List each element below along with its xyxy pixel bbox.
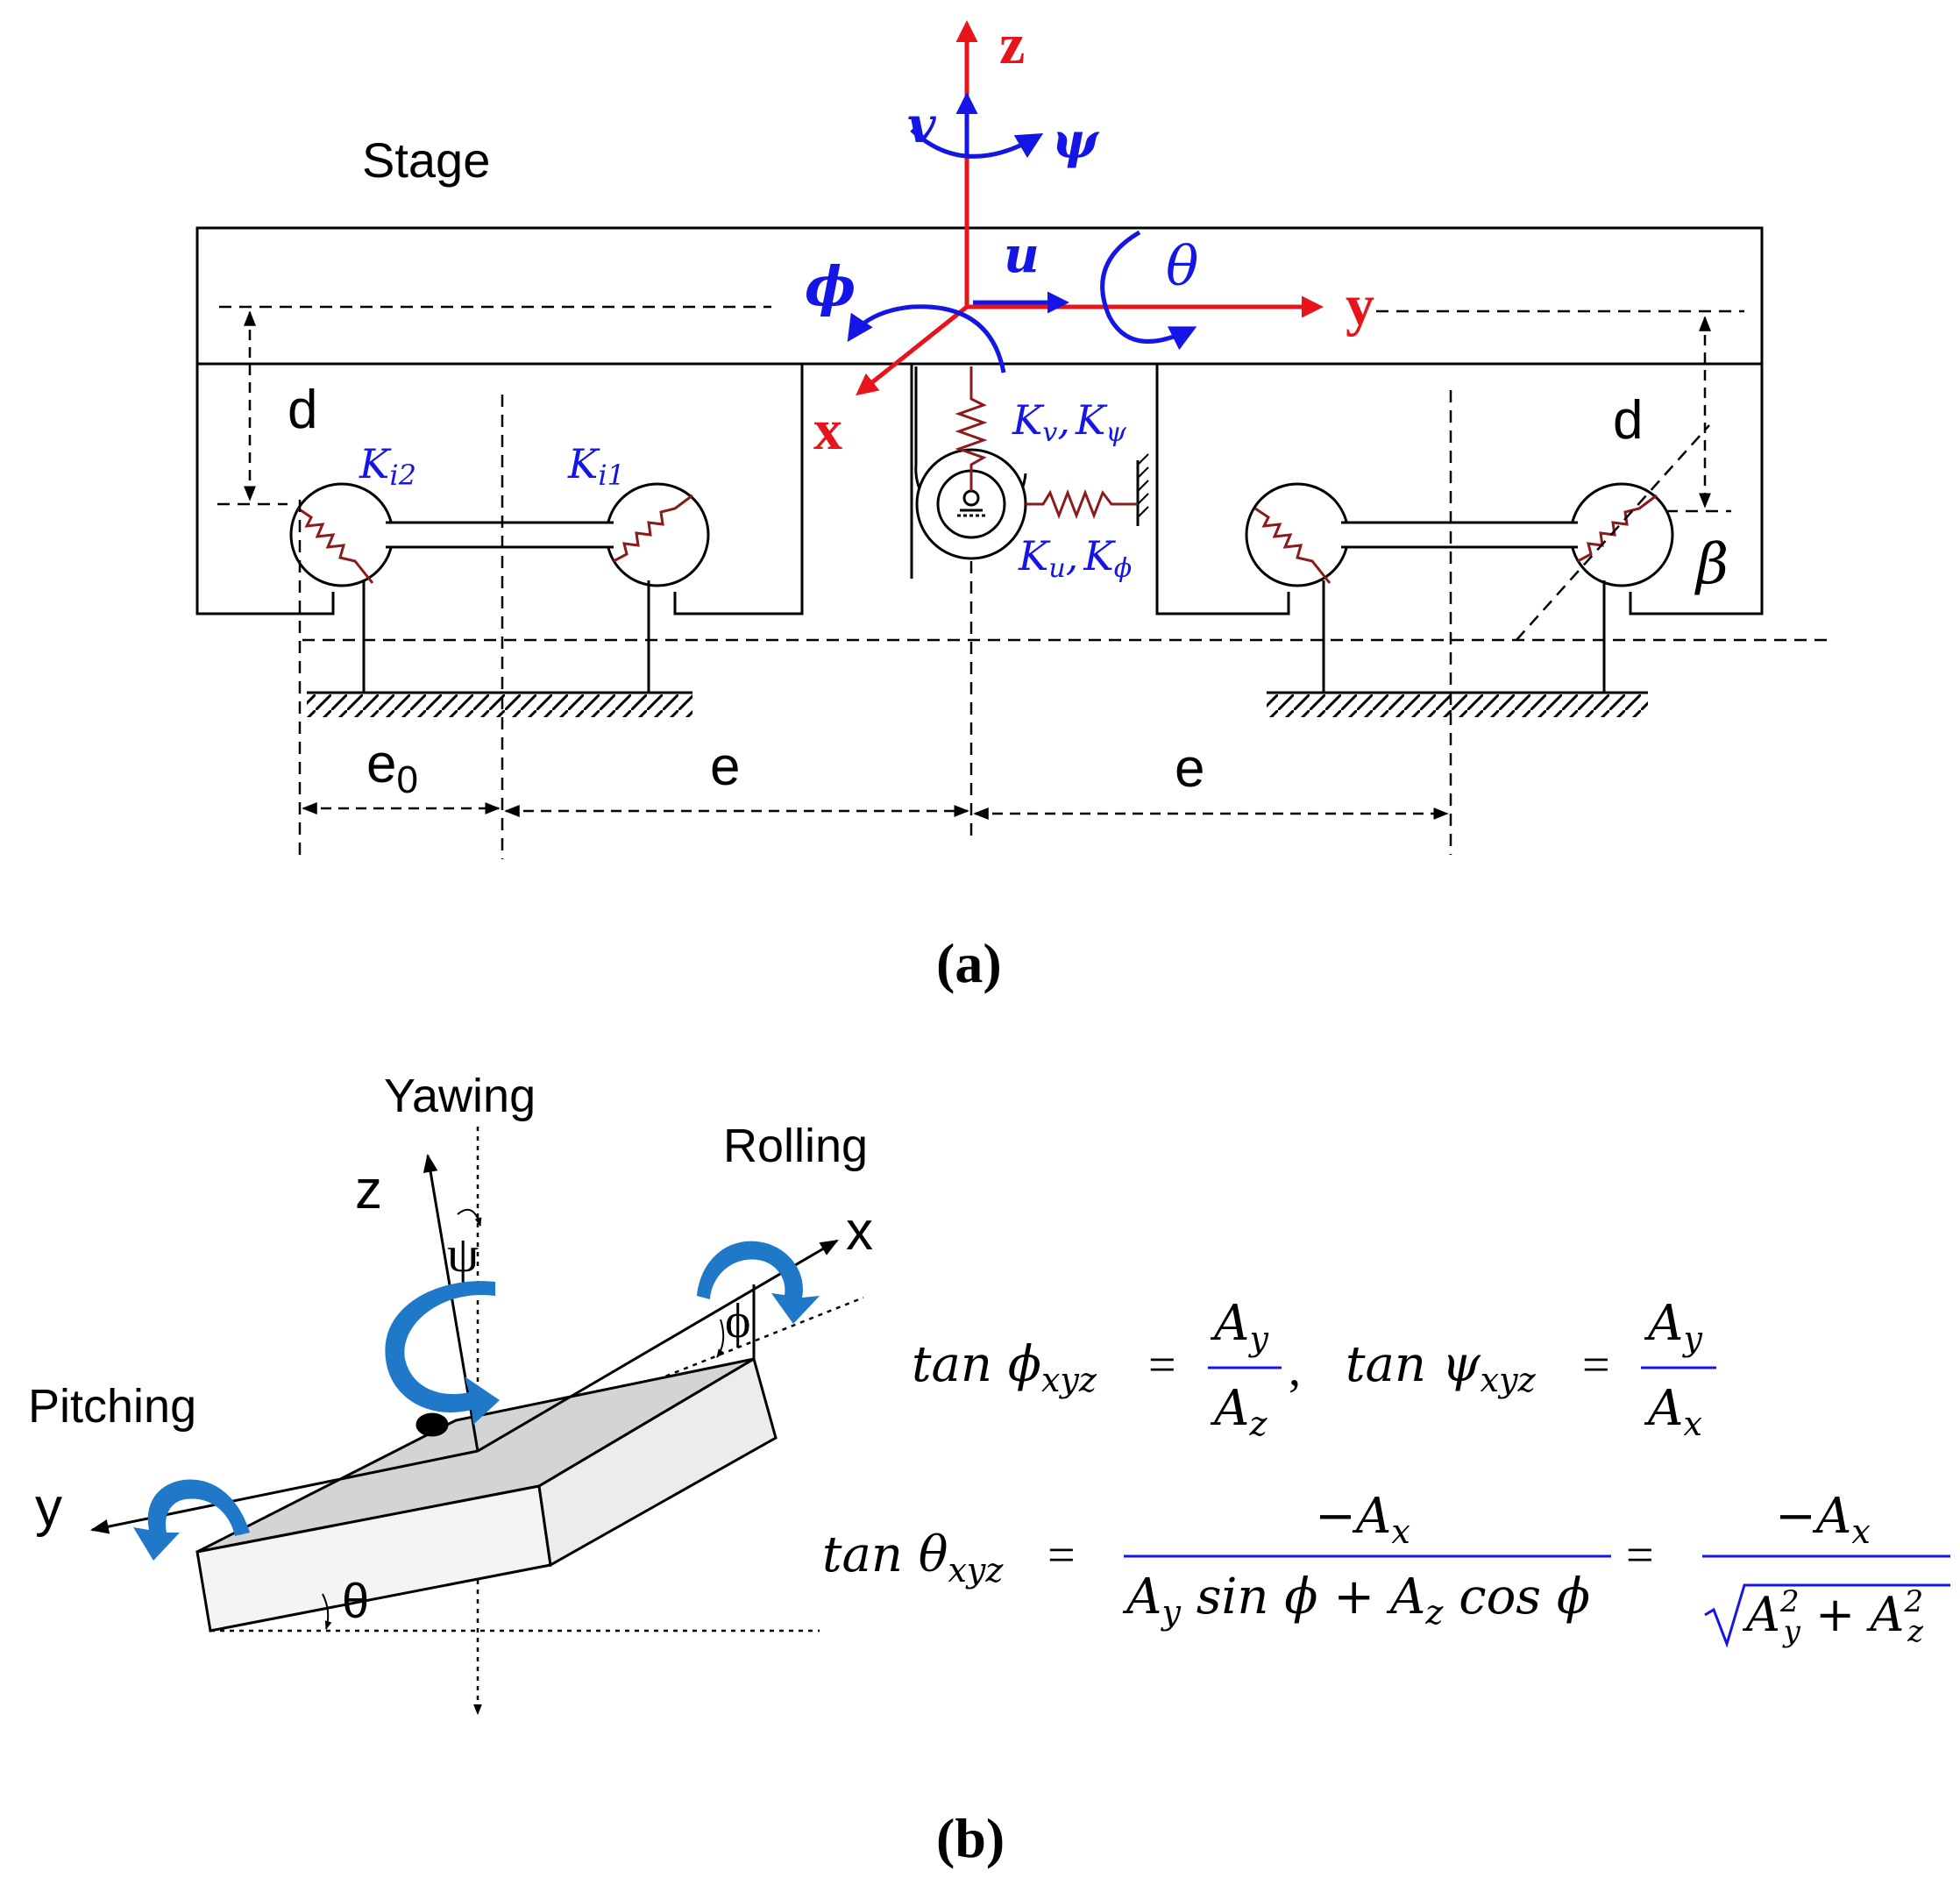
phi-arc (716, 1319, 725, 1358)
box-side-face (537, 1356, 778, 1568)
yaw-rotation-icon (385, 1281, 500, 1425)
theta-label: θ (1166, 234, 1198, 298)
d-left-label: d (288, 380, 317, 440)
ku-kphi-label: Ku,Kϕ (1018, 532, 1132, 584)
eq2-equals: = (1582, 1338, 1610, 1392)
ball-springs (297, 494, 1658, 584)
pitch-rotation-icon (133, 1479, 250, 1561)
eq1-numerator: Ay (1210, 1295, 1268, 1358)
u-label: u (1004, 226, 1040, 284)
x-axis-b (477, 1239, 839, 1453)
guideway-left (289, 482, 710, 717)
phi-label-b: ϕ (725, 1294, 750, 1348)
x-label-b: x (846, 1201, 873, 1262)
panel-b (89, 1127, 1950, 1716)
pitching-label: Pitching (28, 1380, 196, 1433)
eq3-numerator-2: −Ax (1775, 1488, 1871, 1551)
panel-a (195, 20, 1832, 859)
eq3-equals-2: = (1626, 1528, 1654, 1583)
x-axis-label: x (813, 398, 842, 462)
theta-arc (322, 1593, 332, 1630)
eq2-denominator: Ax (1644, 1380, 1702, 1443)
caption-b: (b) (936, 1807, 1005, 1869)
beta-label: β (1694, 532, 1729, 597)
theta-rotation-arrow (1100, 230, 1197, 351)
roll-rotation-icon (697, 1241, 820, 1324)
theta-label-b: θ (342, 1573, 369, 1628)
z-label-b: z (355, 1160, 382, 1220)
rotation-arrows-b (133, 1241, 820, 1561)
eq1-denominator: Az (1210, 1380, 1268, 1443)
sensor-dot (415, 1412, 449, 1437)
z-axis-label: z (999, 12, 1025, 76)
axes-red (856, 20, 1324, 396)
fraction-bars (1124, 1366, 1950, 1648)
eq2-numerator: Ay (1644, 1295, 1702, 1358)
rolling-label: Rolling (723, 1120, 868, 1172)
psi-arc (457, 1208, 482, 1227)
stage-body (195, 226, 1764, 615)
center-roller (914, 366, 1149, 560)
eq3-lhs: tan θxyz (822, 1526, 1004, 1590)
eq1-equals: = (1148, 1338, 1176, 1392)
phi-label: ϕ (805, 254, 856, 318)
psi-label-b: ψ (447, 1226, 479, 1283)
stage-label: Stage (362, 132, 490, 188)
x-axis-arrow (856, 305, 969, 396)
kv-kpsi-label: Kv,Kψ (1012, 396, 1126, 448)
ki2-label: Ki2 (359, 440, 416, 492)
yawing-label: Yawing (384, 1070, 536, 1122)
y-label-b: y (35, 1477, 62, 1538)
sqrt-sign (1704, 1583, 1950, 1648)
guideway-right (1245, 482, 1674, 717)
dashed-references (217, 305, 1832, 859)
y-axis-label: y (1346, 274, 1374, 338)
ki1-label: Ki1 (567, 440, 625, 492)
eq3-equals-1: = (1047, 1528, 1076, 1583)
eq1-comma: , (1289, 1342, 1301, 1397)
v-label: v (907, 96, 937, 154)
caption-a: (a) (936, 932, 1002, 994)
eq3-numerator-1: −Ax (1315, 1488, 1410, 1551)
center-springs (955, 366, 1138, 520)
eq1-lhs: tan ϕxyz (912, 1336, 1097, 1399)
eq2-lhs: tan ψxyz (1346, 1336, 1537, 1399)
e0-label: e0 (366, 734, 418, 801)
psi-rotation-arrow (910, 128, 1044, 159)
motions-blue (847, 92, 1197, 373)
phi-rotation-arrow (847, 304, 1006, 373)
eq3-denominator-1: Ay sin ϕ + Az cos ϕ (1122, 1568, 1590, 1632)
psi-label: ψ (1052, 112, 1100, 170)
d-right-label: d (1613, 390, 1643, 451)
e-right-label: e (1175, 738, 1204, 799)
tilted-box (195, 1356, 778, 1632)
e-left-label: e (710, 736, 740, 797)
